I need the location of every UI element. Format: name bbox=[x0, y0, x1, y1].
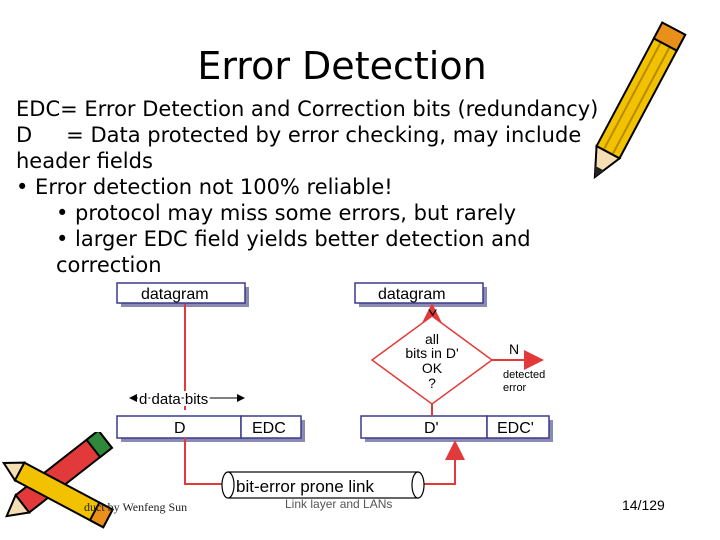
d-definition: = Data protected by error checking, may … bbox=[66, 123, 582, 147]
body-line-header: header fields bbox=[16, 149, 153, 173]
body-line-d: D = Data protected by error checking, may… bbox=[16, 122, 696, 148]
decision-diamond bbox=[370, 315, 494, 405]
link-cylinder bbox=[227, 471, 419, 499]
body-line-bullet-3: • larger EDC field yields better detecti… bbox=[56, 227, 531, 251]
right-datagram-label: datagram bbox=[378, 286, 446, 303]
footer-author: duct by Wenfeng Sun bbox=[84, 500, 188, 514]
detected-error-line-2: error bbox=[503, 382, 527, 394]
d-cell-label: D bbox=[174, 420, 186, 437]
slide-body: EDC= Error Detection and Correction bits… bbox=[16, 96, 696, 278]
decision-line-3: OK bbox=[422, 360, 443, 376]
edc-prime-cell-label: EDC' bbox=[497, 420, 534, 437]
d-symbol: D bbox=[16, 123, 33, 147]
pencil-icon bbox=[1, 432, 114, 529]
edc-cell-label: EDC bbox=[252, 420, 286, 437]
d-prime-cell-label: D' bbox=[424, 420, 439, 437]
footer-course: Link layer and LANs bbox=[285, 497, 393, 511]
pencil-icon bbox=[593, 21, 687, 180]
link-label: bit-error prone link bbox=[236, 477, 374, 496]
page-number: 14/129 bbox=[622, 497, 665, 513]
body-line-edc: EDC= Error Detection and Correction bits… bbox=[16, 97, 599, 121]
right-datagram-box bbox=[354, 282, 484, 304]
body-line-bullet-1: • Error detection not 100% reliable! bbox=[16, 175, 393, 199]
edc-prime-cell bbox=[486, 415, 550, 439]
detected-error-line-1: detected bbox=[503, 369, 545, 381]
decision-line-2: bits in D' bbox=[405, 345, 458, 361]
left-datagram-box bbox=[116, 282, 246, 304]
d-data-bits-label: d data bits bbox=[139, 391, 208, 408]
y-label: Y bbox=[428, 306, 438, 322]
left-to-link-arrow bbox=[184, 438, 228, 485]
edc-cell bbox=[240, 415, 302, 439]
slide-title: Error Detection bbox=[197, 44, 487, 88]
left-datagram-label: datagram bbox=[141, 286, 209, 303]
body-line-correction: correction bbox=[56, 253, 162, 277]
link-to-right-arrow bbox=[418, 440, 465, 485]
decision-line-4: ? bbox=[428, 375, 436, 391]
n-label: N bbox=[509, 341, 519, 357]
decision-line-1: all bbox=[425, 331, 439, 347]
body-line-bullet-2: • protocol may miss some errors, but rar… bbox=[56, 201, 517, 225]
